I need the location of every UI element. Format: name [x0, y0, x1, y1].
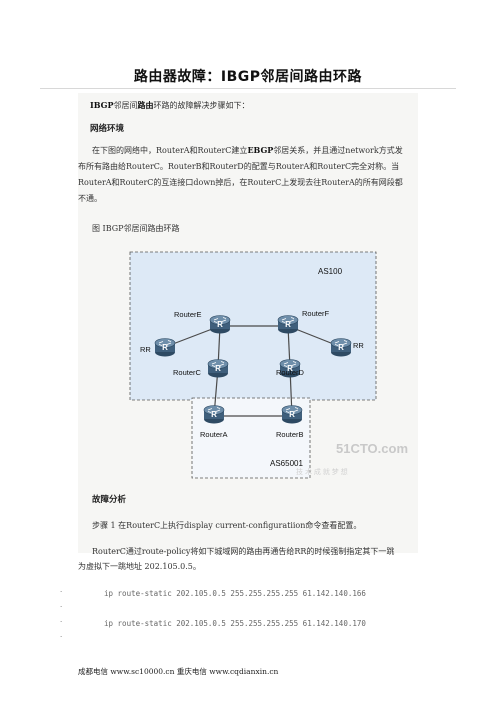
footer-text: 成都电信 www.sc10000.cn 重庆电信 www.cqdianxin.c… [78, 667, 279, 676]
network-topology-diagram: R R R R R R R R AS100 AS65001 RouterE Ro… [129, 251, 408, 479]
env-heading: 网络环境 [90, 124, 125, 134]
router-b-label: RouterB [276, 430, 304, 439]
rr-right-icon: R [330, 338, 352, 357]
router-b-icon: R [281, 405, 303, 424]
intro-route: 路由 [137, 100, 154, 110]
intro-ibgp: IBGP [90, 100, 114, 110]
as100-label: AS100 [318, 267, 343, 276]
bullet-dot: . [60, 601, 63, 609]
env-paragraph-line-1: 在下图的网络中，RouterA和RouterC建立EBGP邻居关系，并且通过ne… [92, 143, 403, 158]
svg-text:R: R [289, 410, 295, 419]
rr-left-label: RR [140, 345, 151, 354]
figure-caption: 图 IBGP邻居间路由环路 [92, 224, 180, 233]
env-paragraph-line-4: 不通。 [78, 194, 102, 203]
bullet-dot: . [60, 616, 63, 624]
svg-text:R: R [162, 343, 168, 352]
analysis-heading: 故障分析 [92, 495, 127, 505]
router-d-label: RouterD [276, 368, 305, 377]
intro-text-1: 邻居间 [113, 101, 138, 110]
routec-paragraph-line-1: RouterC通过route-policy将如下城域网的路由再通告给RR的时候强… [92, 547, 395, 556]
router-f-label: RouterF [302, 309, 330, 318]
router-a-label: RouterA [200, 430, 228, 439]
svg-text:R: R [217, 320, 223, 329]
config-command-1: ip route-static 202.105.0.5 255.255.255.… [104, 589, 366, 598]
step-1-line: 步骤 1 在RouterC上执行display current-configur… [92, 518, 361, 533]
bullet-dot: . [60, 586, 63, 594]
intro-text-2: 环路的故障解决步骤如下： [153, 101, 250, 110]
router-f-icon: R [277, 315, 299, 334]
rr-left-icon: R [154, 338, 176, 357]
watermark-slogan: 技 术 成 就 梦 想 [296, 467, 348, 476]
env-paragraph-line-2: 布所有路由给RouterC。RouterB和RouterD的配置与RouterA… [78, 162, 400, 171]
step-1-prefix: 步骤 1 在RouterC上执行 [92, 521, 185, 530]
svg-text:R: R [215, 364, 221, 373]
router-a-icon: R [203, 405, 225, 424]
step-1-command: display current-configuratiion [184, 521, 306, 530]
env-text-1b: 邻居关系，并且通过network方式发 [273, 146, 403, 155]
router-e-icon: R [209, 315, 231, 334]
intro-line: IBGP邻居间路由环路的故障解决步骤如下： [90, 98, 250, 113]
router-c-icon: R [207, 359, 229, 378]
env-paragraph-line-3: RouterA和RouterC的互连接口down掉后，在RouterC上发现去往… [78, 178, 403, 187]
env-ebgp: EBGP [247, 145, 274, 155]
as65001-label: AS65001 [270, 459, 303, 468]
step-1-suffix: 命令查看配置。 [305, 521, 362, 530]
config-command-2: ip route-static 202.105.0.5 255.255.255.… [104, 619, 366, 628]
watermark-51cto: 51CTO.com [336, 441, 408, 456]
watermark-logo: 51CTO.com 技 术 成 就 梦 想 [296, 441, 408, 476]
rr-right-label: RR [353, 341, 364, 350]
bullet-dot: . [60, 631, 63, 639]
router-e-label: RouterE [174, 310, 202, 319]
svg-text:R: R [338, 343, 344, 352]
routec-paragraph-line-2: 为虚拟下一跳地址 202.105.0.5。 [78, 562, 201, 571]
router-c-label: RouterC [173, 368, 202, 377]
svg-text:R: R [287, 364, 293, 373]
env-text-1a: 在下图的网络中，RouterA和RouterC建立 [92, 146, 248, 155]
router-d-icon: R [279, 359, 301, 378]
svg-text:R: R [211, 410, 217, 419]
svg-text:R: R [285, 320, 291, 329]
page-title: 路由器故障：IBGP邻居间路由环路 [133, 69, 363, 85]
title-divider [40, 88, 456, 89]
